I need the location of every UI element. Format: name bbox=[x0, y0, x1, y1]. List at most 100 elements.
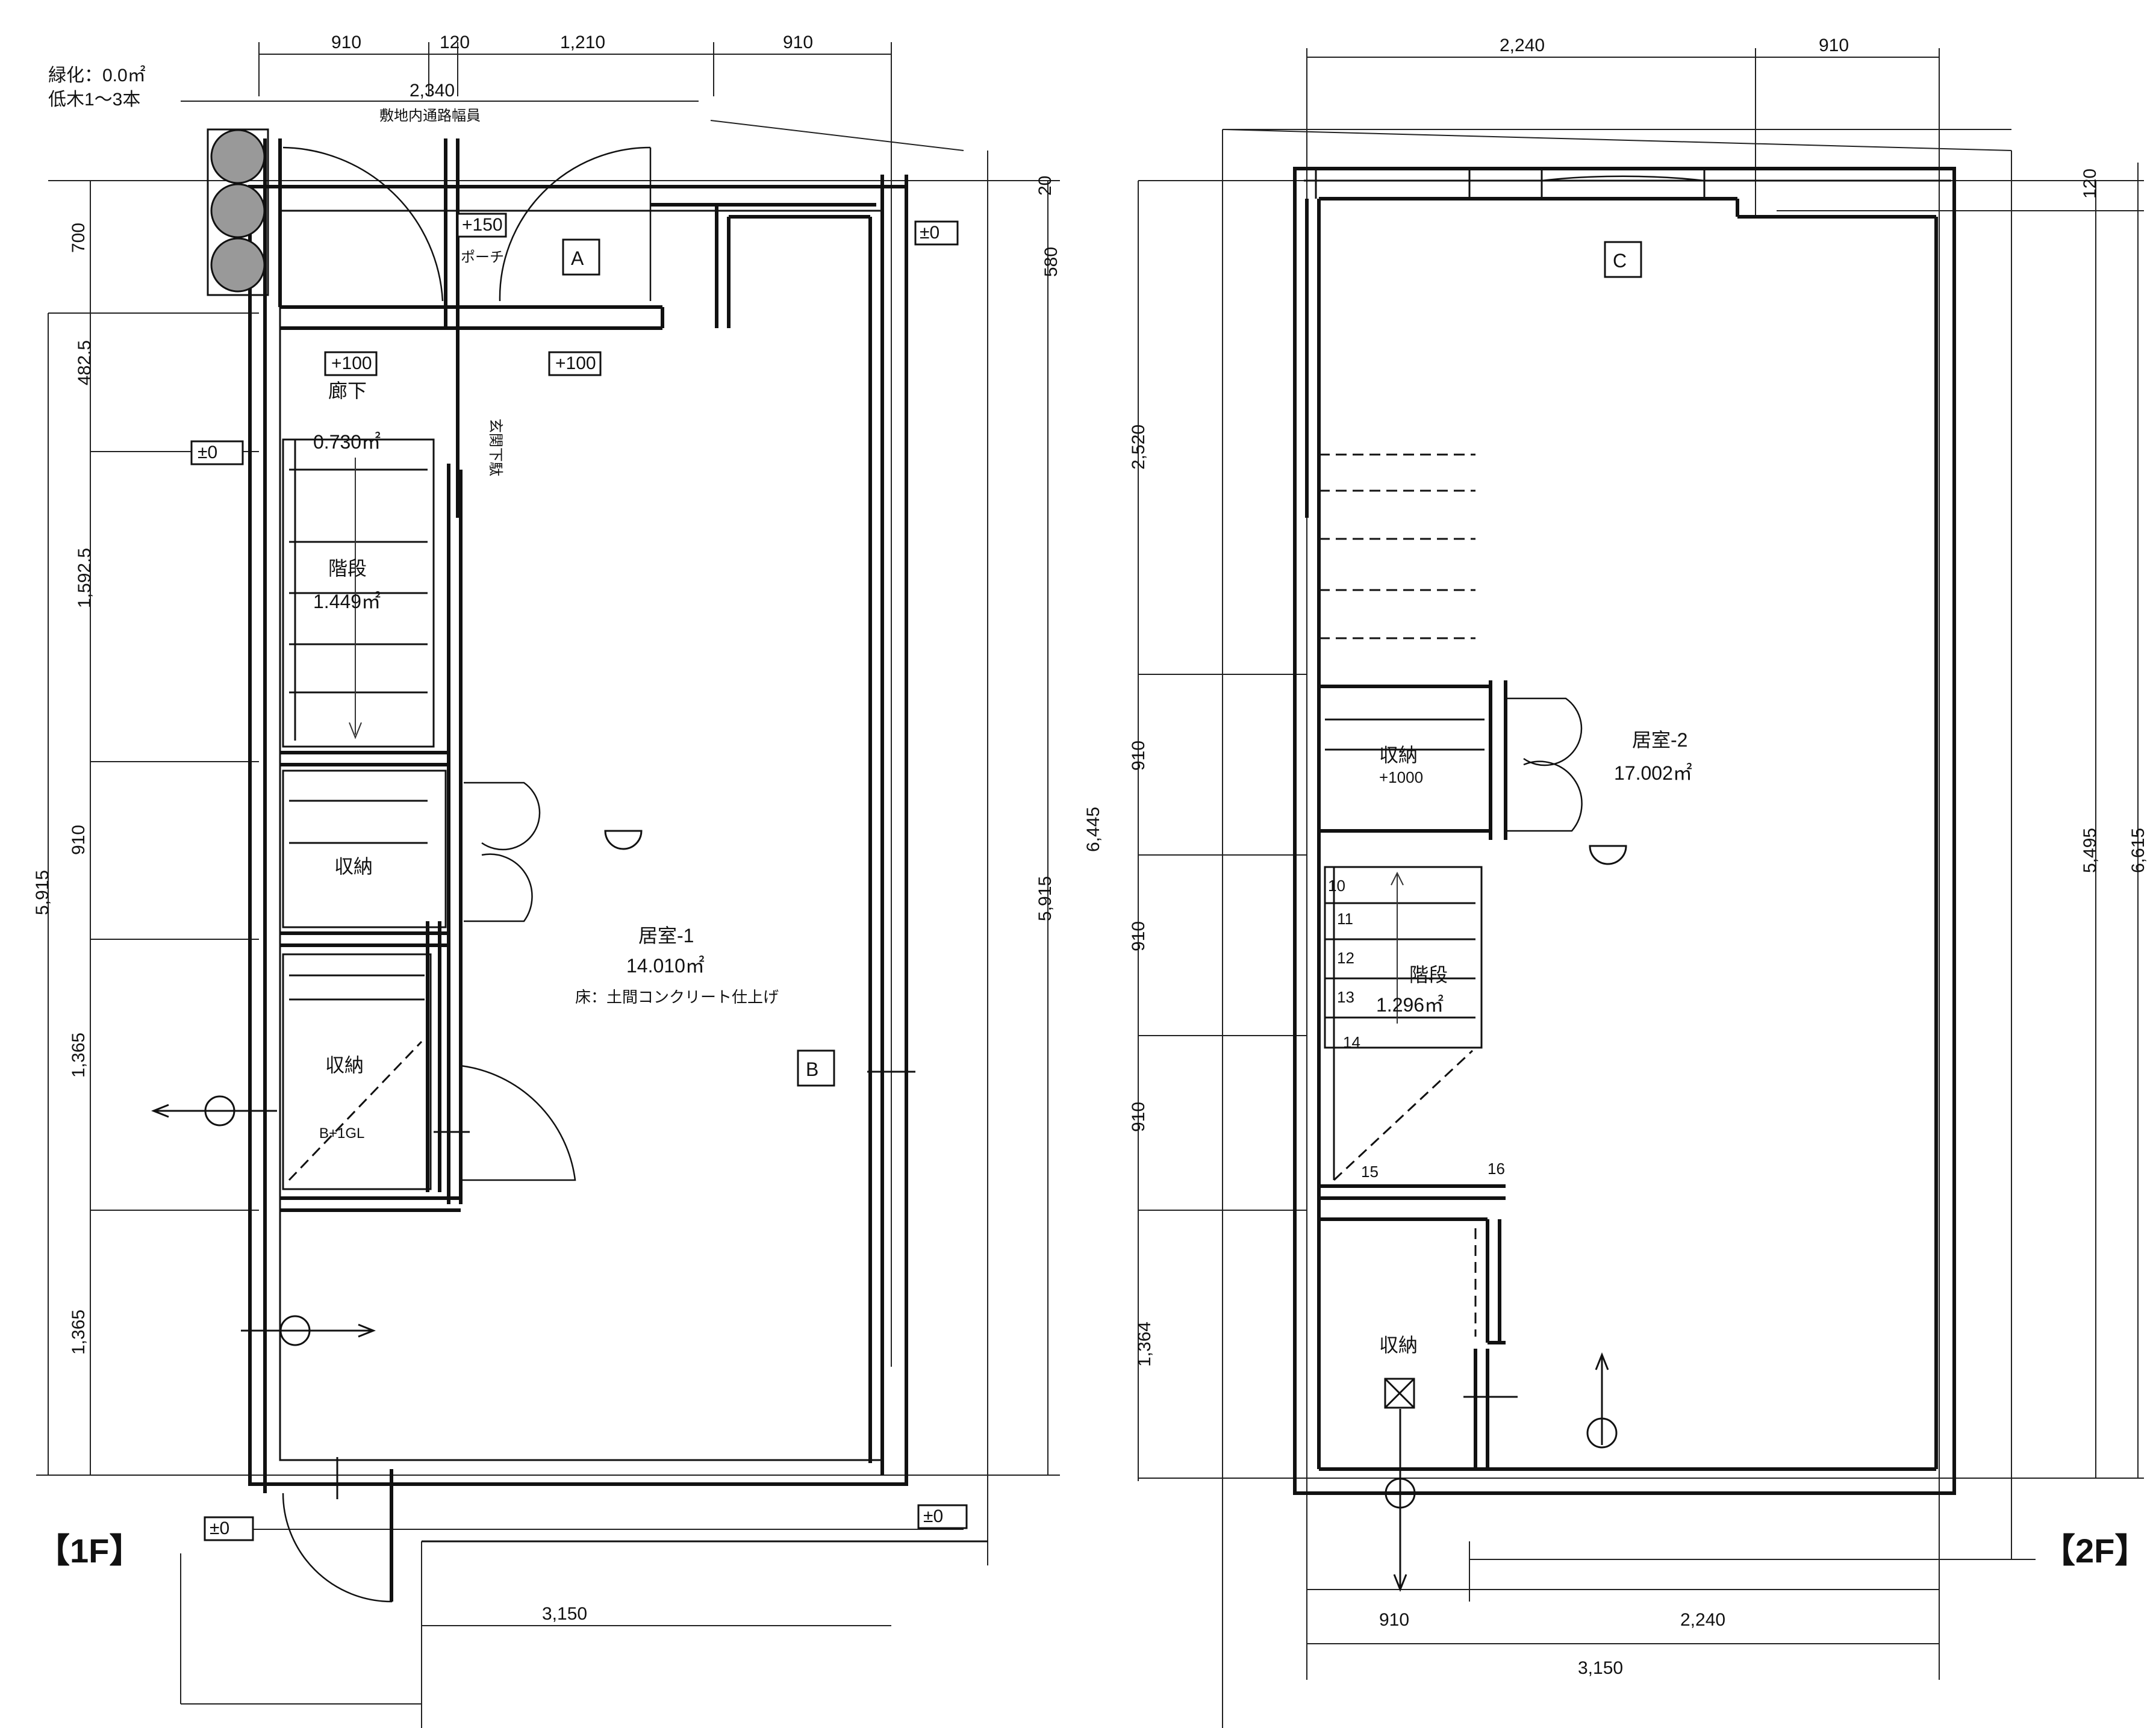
dimension-label: 2,240 bbox=[1500, 36, 1545, 55]
room-area-stairs: 1.449㎡ bbox=[313, 591, 381, 612]
dimension-label: 5,495 bbox=[2080, 828, 2100, 873]
shrub-icon bbox=[210, 129, 266, 184]
dimension-label: 1,210 bbox=[560, 33, 605, 52]
room-name-main: 居室-2 bbox=[1632, 729, 1687, 751]
storage-door-basement bbox=[460, 1064, 576, 1181]
storage-door-lower bbox=[464, 853, 533, 922]
stair-number: 15 bbox=[1361, 1163, 1379, 1181]
dimension-label: 3,150 bbox=[542, 1604, 587, 1624]
dimension-label: 5,915 bbox=[33, 870, 52, 915]
dimension-label: 120 bbox=[2080, 169, 2100, 199]
room-note-storage: B+1GL bbox=[319, 1125, 364, 1142]
room-name-stairs: 階段 bbox=[328, 558, 367, 579]
level-mark: ±0 bbox=[198, 443, 217, 462]
second-floor-vents bbox=[1384, 1352, 1618, 1593]
dimension-label: 2,520 bbox=[1129, 424, 1148, 470]
stair-number: 12 bbox=[1337, 949, 1354, 967]
ceiling-light-icon bbox=[604, 830, 643, 850]
room-name-storage: 収納 bbox=[334, 856, 373, 877]
shrub-icon bbox=[210, 237, 266, 293]
room-note-storage: +1000 bbox=[1379, 768, 1423, 786]
first-floor-level-marks: +100 +100 ±0 ±0 ±0 ±0 +150 bbox=[190, 213, 968, 1541]
window-vent-icon bbox=[1384, 1378, 1415, 1409]
dimension-label: 910 bbox=[69, 825, 89, 855]
ceiling-light-icon bbox=[1589, 845, 1627, 865]
dimension-label: 1,365 bbox=[69, 1033, 89, 1078]
dimension-label: 6,445 bbox=[1083, 807, 1103, 852]
dimension-label: 700 bbox=[69, 223, 89, 253]
stair-number: 14 bbox=[1343, 1033, 1360, 1051]
first-floor-doors bbox=[282, 146, 652, 1603]
dimension-label: 910 bbox=[331, 33, 361, 52]
second-floor-stairs bbox=[1325, 718, 1485, 1181]
second-floor-dimension-lines bbox=[1138, 48, 2144, 1728]
dimension-label: 120 bbox=[440, 33, 470, 52]
entry-door-left-swing bbox=[282, 146, 444, 302]
floor-label-1f: 【1F】 bbox=[36, 1532, 143, 1570]
dimension-label: 910 bbox=[1129, 741, 1148, 771]
storage-door-upper bbox=[1506, 697, 1583, 766]
level-mark: ±0 bbox=[923, 1506, 943, 1526]
entry-note: 玄関下駄 bbox=[487, 418, 503, 476]
storage-door-lower bbox=[1506, 760, 1583, 832]
level-mark: ±0 bbox=[210, 1518, 229, 1538]
room-name-storage: 収納 bbox=[1379, 1334, 1418, 1356]
dimension-label: 910 bbox=[1379, 1610, 1409, 1630]
location-tag-a: A bbox=[571, 247, 584, 269]
dimension-label: 580 bbox=[1041, 247, 1061, 277]
second-floor-plan: C 2,240 910 120 2,520 910 910 910 1,364 … bbox=[1083, 36, 2148, 1728]
rear-door-swing bbox=[282, 1493, 393, 1603]
dimension-label: 3,150 bbox=[1578, 1658, 1623, 1678]
stair-number: 10 bbox=[1328, 877, 1345, 895]
dimension-label: 1,592.5 bbox=[75, 548, 95, 608]
dimension-label: 910 bbox=[1819, 36, 1849, 55]
first-floor-stairs bbox=[288, 440, 428, 1181]
room-name-main: 居室-1 bbox=[638, 925, 694, 946]
stair-number: 11 bbox=[1337, 910, 1353, 928]
dimension-label: 1,365 bbox=[69, 1310, 89, 1355]
level-mark: +100 bbox=[555, 353, 596, 373]
room-area-main: 14.010㎡ bbox=[626, 955, 705, 977]
greening-note: 緑化：0.0㎡ bbox=[48, 66, 146, 85]
level-mark: +100 bbox=[331, 353, 372, 373]
dimension-label: 20 bbox=[1035, 176, 1055, 196]
first-floor-plan: +100 +100 ±0 ±0 ±0 ±0 +150 A B 910 120 1… bbox=[33, 33, 1061, 1728]
room-area-main: 17.002㎡ bbox=[1614, 762, 1692, 784]
location-tag-c: C bbox=[1613, 250, 1627, 272]
dimension-label: 910 bbox=[1129, 921, 1148, 951]
second-floor-walls bbox=[1293, 167, 1956, 1495]
first-floor-shrubs bbox=[207, 128, 269, 296]
first-floor-walls bbox=[248, 138, 988, 1543]
stair-number: 13 bbox=[1337, 988, 1354, 1006]
room-name-storage: 収納 bbox=[325, 1054, 364, 1076]
dimension-label: 1,364 bbox=[1135, 1322, 1154, 1367]
room-area-stairs: 1.296㎡ bbox=[1376, 994, 1444, 1016]
porch-note: ポーチ bbox=[461, 249, 504, 266]
room-name-storage: 収納 bbox=[1379, 744, 1418, 766]
greening-note: 低木1～3本 bbox=[48, 90, 140, 110]
dimension-label: 2,240 bbox=[1680, 1610, 1725, 1630]
dimension-label: 5,915 bbox=[1035, 876, 1055, 921]
shrub-icon bbox=[210, 183, 266, 238]
storage-door-upper bbox=[464, 782, 541, 851]
second-floor-doors bbox=[1463, 175, 1705, 1398]
entry-door-right-swing bbox=[499, 146, 651, 302]
stair-number: 16 bbox=[1488, 1160, 1505, 1178]
room-area-hall: 0.730㎡ bbox=[313, 431, 381, 453]
dimension-note: 敷地内通路幅員 bbox=[379, 108, 481, 124]
dimension-label: 2,340 bbox=[410, 81, 455, 101]
second-floor-stair-void bbox=[1319, 453, 1475, 639]
location-tag-b: B bbox=[806, 1058, 818, 1080]
level-mark: ±0 bbox=[920, 223, 939, 243]
room-note-main: 床：土間コンクリート仕上げ bbox=[575, 988, 779, 1006]
first-floor-dimension-lines bbox=[36, 42, 1060, 1728]
room-name-stairs: 階段 bbox=[1409, 964, 1448, 986]
dimension-label: 910 bbox=[1129, 1102, 1148, 1132]
balcony-door-swing bbox=[1541, 175, 1705, 182]
dimension-label: 910 bbox=[783, 33, 813, 52]
floor-label-2f: 【2F】 bbox=[2042, 1532, 2148, 1570]
room-name-hall: 廊下 bbox=[328, 380, 367, 402]
level-mark: +150 bbox=[462, 215, 503, 235]
first-floor-vents bbox=[151, 1071, 915, 1346]
